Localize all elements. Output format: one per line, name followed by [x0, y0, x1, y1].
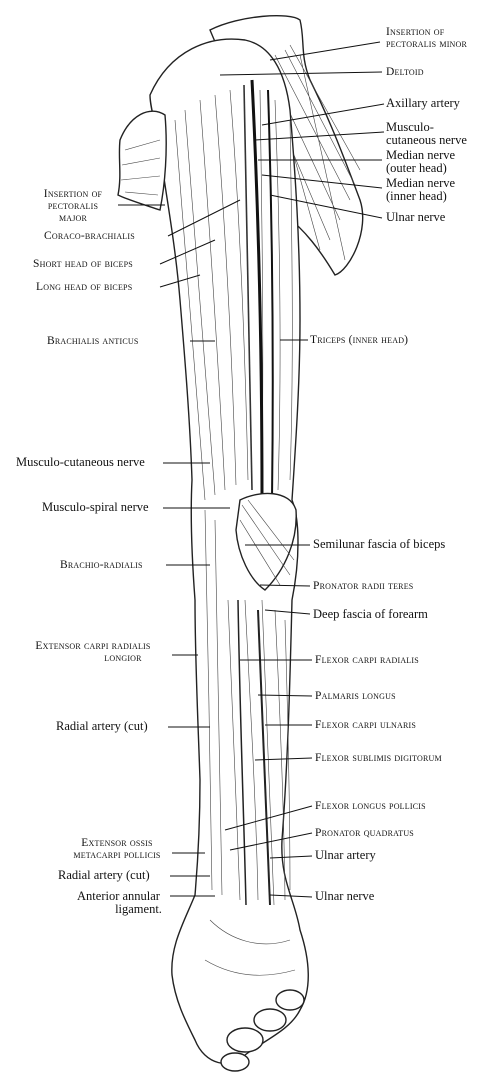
forearm-fibers: [204, 509, 291, 906]
label-semilunar-fascia: Semilunar fascia of biceps: [313, 537, 446, 551]
label-brachio-radialis: Brachio-radialis: [60, 559, 143, 571]
label-triceps: Triceps (inner head): [310, 334, 409, 346]
label-radial-artery-cut-1: Radial artery (cut): [56, 719, 148, 733]
label-insertion-pectoralis-minor: Insertion of pectoralis minor: [386, 26, 468, 51]
label-median-nerve-inner: Median nerve (inner head): [386, 176, 456, 204]
label-musculocutaneous-nerve: Musculo-cutaneous nerve: [16, 455, 145, 469]
label-flexor-carpi-radialis: Flexor carpi radialis: [315, 654, 419, 666]
label-palmaris-longus: Palmaris longus: [315, 690, 396, 702]
leader-lines-left: [118, 199, 241, 897]
label-brachialis-anticus: Brachialis anticus: [47, 335, 139, 347]
label-flexor-longus-pollicis: Flexor longus pollicis: [315, 800, 426, 812]
label-pronator-radii-teres: Pronator radii teres: [313, 580, 414, 592]
label-coraco-brachialis: Coraco-brachialis: [44, 230, 135, 242]
label-ulnar-nerve-top: Ulnar nerve: [386, 210, 446, 224]
label-musculospiral-nerve: Musculo-spiral nerve: [42, 500, 149, 514]
label-insertion-pectoralis-major: Insertion of pectoralis major: [43, 188, 103, 225]
elbow: [235, 492, 297, 591]
label-extensor-carpi: Extensor carpi radialis longior: [35, 640, 151, 665]
label-deep-fascia: Deep fascia of forearm: [313, 607, 428, 621]
label-deltoid: Deltoid: [386, 66, 424, 78]
label-radial-artery-cut-2: Radial artery (cut): [58, 868, 150, 882]
hand: [204, 919, 305, 1072]
label-axillary-artery: Axillary artery: [386, 96, 460, 110]
label-median-nerve-outer: Median nerve (outer head): [386, 148, 456, 176]
label-short-head-biceps: Short head of biceps: [33, 258, 133, 270]
arm-outline: [117, 38, 309, 1065]
label-extensor-ossis: Extensor ossis metacarpi pollicis: [73, 837, 161, 862]
label-musculocutaneous-nerve-top: Musculo- cutaneous nerve: [386, 120, 467, 148]
label-long-head-biceps: Long head of biceps: [36, 281, 133, 293]
label-anterior-annular: Anterior annular ligament.: [77, 889, 162, 917]
label-flexor-carpi-ulnaris: Flexor carpi ulnaris: [315, 719, 417, 731]
label-ulnar-nerve-bottom: Ulnar nerve: [315, 889, 375, 903]
label-flexor-sublimis: Flexor sublimis digitorum: [315, 752, 442, 764]
label-pronator-quadratus: Pronator quadratus: [315, 827, 414, 839]
leader-lines-right: [219, 41, 385, 898]
label-ulnar-artery: Ulnar artery: [315, 848, 376, 862]
